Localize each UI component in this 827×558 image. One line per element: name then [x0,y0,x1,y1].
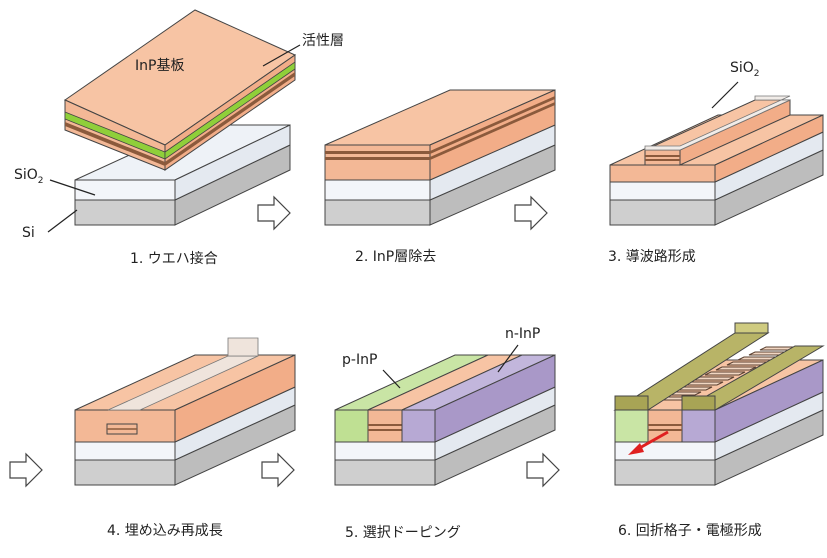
sio2-leader [49,179,96,196]
inp-substrate-label: InP基板 [135,58,185,74]
step-caption-6: 6. 回折格子・電極形成 [618,523,762,539]
step6-wafer [613,322,825,486]
step4-wafer [74,337,296,486]
p-inp-label: p-InP [342,352,378,368]
sio2-mask-leader [711,81,739,109]
step1-wafer [74,124,291,226]
step3-wafer [609,95,824,226]
process-arrow-icon [261,452,295,488]
step-caption-4: 4. 埋め込み再成長 [107,523,223,539]
step2-wafer [324,89,556,226]
active-layer-label: 活性層 [302,33,344,49]
p-inp-leader [382,369,401,389]
step-caption-3: 3. 導波路形成 [608,249,696,265]
process-arrow-icon [9,452,43,488]
process-arrow-icon [514,195,548,231]
sio2-mask-label: SiO2 [730,60,760,79]
n-inp-leader [497,344,519,373]
process-arrow-icon [257,195,291,231]
step1-inp-substrate [63,9,297,171]
si-leader [47,209,78,233]
step-caption-5: 5. 選択ドーピング [345,525,461,541]
active-layer-leader [262,44,301,67]
process-arrow-icon [526,452,560,488]
step-caption-1: 1. ウエハ接合 [130,251,218,267]
step5-wafer [334,354,556,486]
n-inp-label: n-InP [505,326,541,342]
step-caption-2: 2. InP層除去 [355,249,437,265]
sio2-label: SiO2 [14,167,44,186]
si-label: Si [22,225,35,241]
